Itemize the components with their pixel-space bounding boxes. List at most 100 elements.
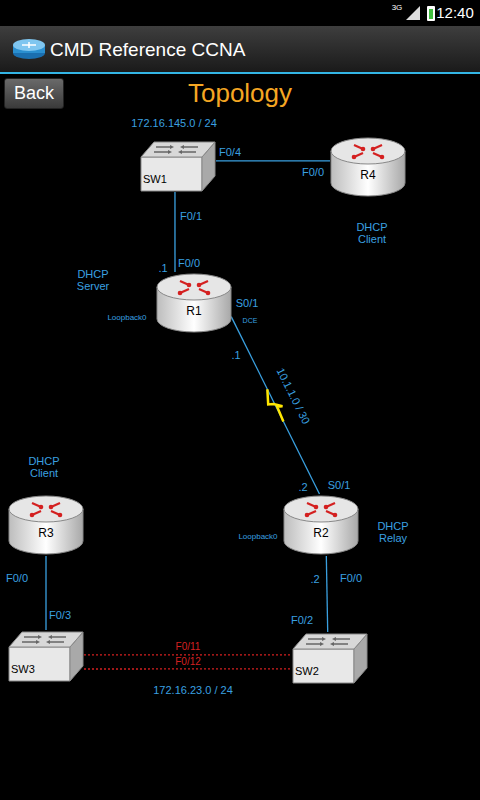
interface-label: .1 bbox=[231, 349, 240, 361]
switch-top bbox=[9, 632, 83, 647]
interface-label: S0/1 bbox=[236, 297, 259, 309]
link bbox=[174, 192, 175, 272]
link-line bbox=[45, 556, 46, 630]
link-line bbox=[231, 317, 319, 494]
router-arrowhead bbox=[361, 147, 366, 152]
router-top bbox=[9, 496, 83, 522]
router-arrowhead bbox=[352, 155, 357, 160]
router-arrowhead bbox=[30, 513, 35, 518]
interface-label: DHCP Client bbox=[23, 455, 65, 479]
router-arrowhead bbox=[305, 513, 310, 518]
router-node: R4 bbox=[330, 136, 406, 198]
device-name: R4 bbox=[330, 136, 406, 182]
interface-label: S0/1 bbox=[328, 479, 351, 491]
interface-label: Loopback0 bbox=[107, 314, 146, 323]
interface-label: DHCP Client bbox=[351, 221, 393, 245]
device-name: SW2 bbox=[292, 632, 368, 677]
switch-top bbox=[141, 142, 215, 157]
router-node: R3 bbox=[8, 494, 84, 556]
switch-arrowheads bbox=[320, 637, 336, 646]
ui-text: 3G bbox=[392, 4, 403, 13]
device-name: SW1 bbox=[140, 140, 216, 185]
link bbox=[84, 654, 292, 655]
switch-node: SW1 bbox=[140, 140, 216, 192]
interface-label: F0/0 bbox=[178, 257, 200, 269]
link-line bbox=[216, 160, 330, 161]
router-arrowhead bbox=[187, 283, 192, 288]
router-top bbox=[157, 274, 231, 300]
interface-label: DHCP Server bbox=[69, 268, 117, 292]
link-line bbox=[84, 668, 292, 669]
router-arrowhead bbox=[178, 291, 183, 296]
app-icon bbox=[13, 39, 45, 59]
switch-arrows bbox=[306, 639, 350, 644]
ui-text: CMD Reference CCNA bbox=[50, 40, 245, 61]
switch-arrowheads bbox=[168, 145, 184, 154]
router-node: R2 bbox=[283, 494, 359, 556]
router-top bbox=[284, 496, 358, 522]
interface-label: F0/0 bbox=[6, 572, 28, 584]
link-line bbox=[84, 654, 292, 655]
switch-arrows bbox=[22, 637, 66, 642]
interface-label: .2 bbox=[310, 573, 319, 585]
switch-arrowheads bbox=[36, 635, 52, 644]
ui-text: 12:40 bbox=[436, 5, 474, 22]
switch-node: SW3 bbox=[8, 630, 84, 682]
link bbox=[84, 668, 292, 669]
interface-label: F0/3 bbox=[49, 609, 71, 621]
router-top bbox=[331, 138, 405, 164]
router-arrowhead bbox=[49, 505, 54, 510]
action-bar-line bbox=[0, 72, 480, 74]
link bbox=[216, 160, 330, 161]
router-arrowhead bbox=[58, 513, 63, 518]
link-label: 10.1.1.0 / 30 bbox=[274, 366, 312, 427]
device-name: SW3 bbox=[8, 630, 84, 675]
serial-bolt bbox=[267, 389, 283, 421]
interface-label: F0/4 bbox=[219, 146, 241, 158]
interface-label: DCE bbox=[243, 317, 258, 325]
link-label: F0/12 bbox=[174, 657, 202, 667]
page-title: Topology bbox=[188, 79, 292, 108]
device-name: Back bbox=[14, 83, 54, 104]
router-arrowhead bbox=[371, 147, 376, 152]
interface-label: Loopback0 bbox=[238, 533, 277, 542]
status-bar bbox=[0, 0, 480, 26]
router-arrowhead bbox=[206, 291, 211, 296]
router-arrowhead bbox=[380, 155, 385, 160]
router-symbol bbox=[330, 136, 406, 198]
router-symbol bbox=[156, 272, 232, 334]
router-arrowhead bbox=[39, 505, 44, 510]
switch-arrows bbox=[154, 147, 198, 152]
interface-label: .2 bbox=[298, 481, 307, 493]
router-node: R1 bbox=[156, 272, 232, 334]
interface-label: DHCP Relay bbox=[372, 520, 414, 544]
device-name: R3 bbox=[8, 494, 84, 540]
battery-icon bbox=[427, 6, 435, 21]
link-line bbox=[326, 556, 327, 632]
router-symbol bbox=[8, 494, 84, 556]
device-name: R1 bbox=[156, 272, 232, 318]
link bbox=[326, 556, 327, 632]
switch-node: SW2 bbox=[292, 632, 368, 684]
interface-label: F0/1 bbox=[180, 210, 202, 222]
signal-icon bbox=[406, 6, 420, 20]
network-address: 172.16.23.0 / 24 bbox=[153, 684, 233, 696]
switch-top bbox=[293, 634, 367, 649]
link bbox=[46, 556, 47, 630]
link-line bbox=[174, 192, 175, 272]
link bbox=[231, 317, 319, 494]
network-address: 172.16.145.0 / 24 bbox=[131, 117, 217, 129]
interface-label: F0/2 bbox=[291, 614, 313, 626]
interface-label: .1 bbox=[158, 262, 167, 274]
battery-level bbox=[429, 9, 433, 19]
router-symbol bbox=[283, 494, 359, 556]
router-arrowhead bbox=[314, 505, 319, 510]
router-arrowhead bbox=[333, 513, 338, 518]
router-arrowhead bbox=[324, 505, 329, 510]
back-button: Back bbox=[4, 78, 64, 109]
interface-label: F0/0 bbox=[340, 572, 362, 584]
router-arrowhead bbox=[197, 283, 202, 288]
interface-label: F0/0 bbox=[302, 166, 324, 178]
